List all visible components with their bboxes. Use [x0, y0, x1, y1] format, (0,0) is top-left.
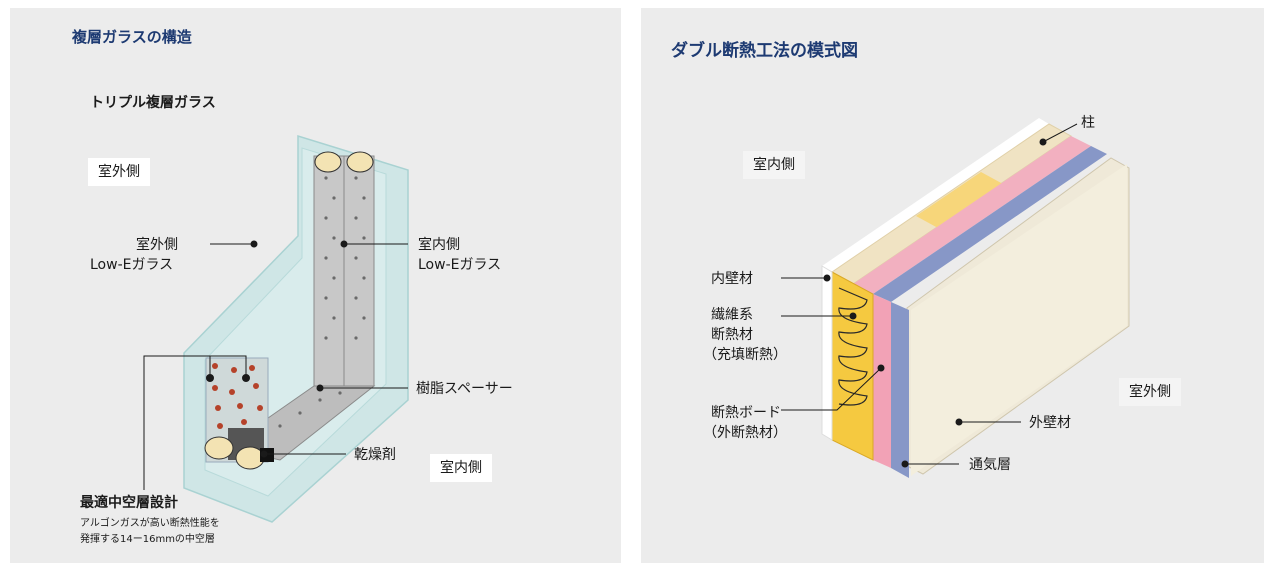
- fiber-insulation-label-1: 繊維系: [711, 307, 753, 323]
- wall-top-vent: [873, 146, 1107, 302]
- outdoor-side-box: 室外側: [1119, 378, 1181, 406]
- outer-wall-face: [911, 164, 1127, 476]
- triple-glass-diagram: [143, 134, 409, 523]
- double-insulation-panel: ダブル断熱工法の模式図 室内側 室外側 柱 内壁材 繊維系 断熱: [641, 8, 1264, 563]
- vent-layer-label: 通気層: [969, 457, 1011, 473]
- desiccant-bottom-1: [204, 436, 234, 460]
- desiccant-label: 乾燥剤: [354, 447, 396, 463]
- desiccant-bottom-2: [235, 446, 265, 470]
- air-layer-note-1: アルゴンガスが高い断熱性能を: [80, 518, 220, 529]
- desiccant-top-2: [346, 151, 374, 173]
- inner-wall: [821, 265, 833, 441]
- glass-structure-panel: 複層ガラスの構造 トリプル複層ガラス 室外側 室内側: [10, 8, 621, 563]
- fiber-insulation-label-3: （充填断熱）: [703, 347, 787, 363]
- inner-glass-label-1: 室内側: [418, 237, 460, 253]
- wall-top-white: [822, 118, 1049, 272]
- insulation-board: [873, 294, 891, 468]
- outer-glass-label-2: Low-Eガラス: [90, 257, 174, 273]
- pillar-label: 柱: [1081, 115, 1095, 131]
- resin-spacer-label: 樹脂スペーサー: [416, 381, 513, 397]
- desiccant-top-1: [314, 151, 342, 173]
- indoor-side-box: 室内側: [430, 454, 492, 482]
- wall-top-fiber: [916, 172, 1003, 228]
- insulation-board-label-1: 断熱ボード: [711, 405, 781, 421]
- insulation-panel-title: ダブル断熱工法の模式図: [671, 41, 858, 61]
- outer-wall-label: 外壁材: [1029, 415, 1071, 431]
- inner-wall-label: 内壁材: [711, 271, 753, 287]
- air-layer-label: 最適中空層設計: [80, 495, 178, 511]
- glass-panel-title: 複層ガラスの構造: [72, 28, 192, 46]
- insulation-board-label-2: （外断熱材）: [703, 425, 787, 441]
- outdoor-side-box: 室外側: [88, 158, 150, 186]
- air-layer-note-2: 発揮する14ー16mmの中空層: [80, 534, 215, 545]
- wall-top-board: [853, 136, 1091, 294]
- triple-glass-subtitle: トリプル複層ガラス: [90, 95, 216, 111]
- fiber-insulation-label-2: 断熱材: [711, 327, 753, 343]
- indoor-side-box: 室内側: [743, 151, 805, 179]
- spacer-holes: [258, 176, 366, 440]
- vent-layer: [891, 302, 909, 478]
- fiber-wave: [838, 287, 868, 406]
- inner-glass-label-2: Low-Eガラス: [418, 257, 502, 273]
- outer-glass-label-1: 室外側: [136, 237, 178, 253]
- wall-diagram: [781, 118, 1130, 478]
- argon-dots: [212, 363, 263, 429]
